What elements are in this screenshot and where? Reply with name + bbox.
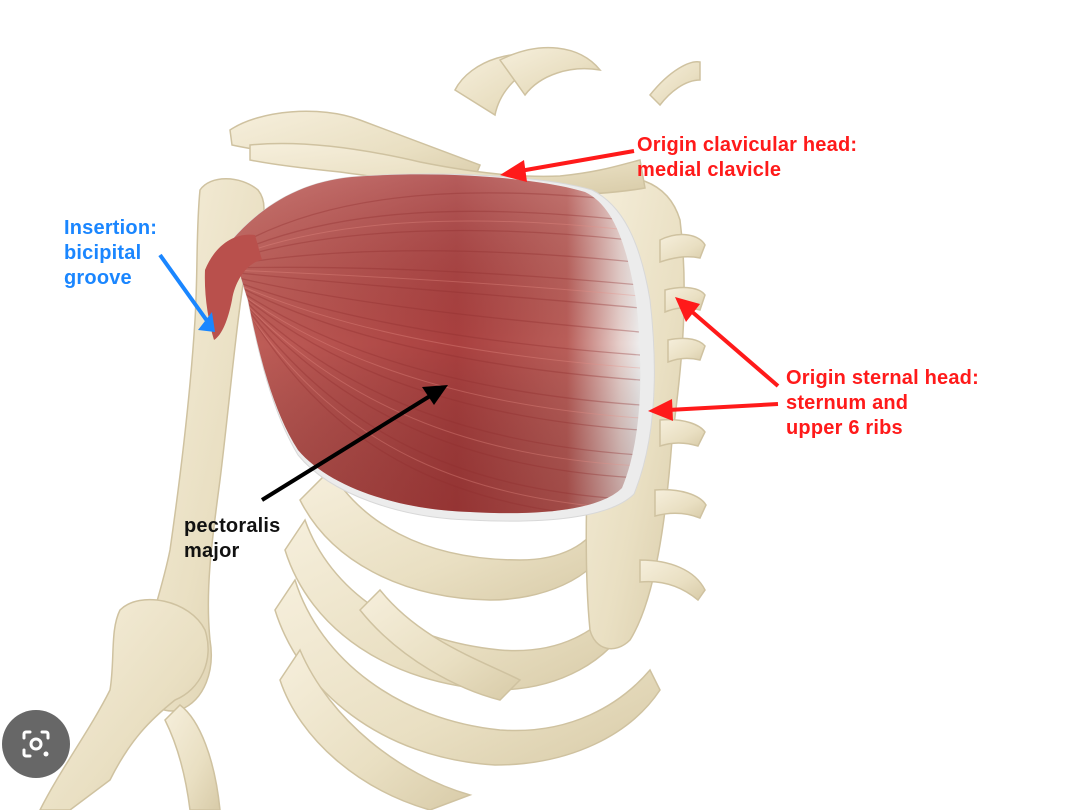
clavicular-label-line2: medial clavicle bbox=[637, 159, 782, 181]
pectoralis-label-line1: pectoralis bbox=[184, 515, 281, 537]
insertion-label: Insertion: bicipital groove bbox=[64, 216, 157, 291]
sternal-origin-label: Origin sternal head: sternum and upper 6… bbox=[786, 366, 979, 441]
sternal-label-line2: sternum and bbox=[786, 392, 909, 414]
visual-search-button[interactable] bbox=[2, 710, 70, 778]
skeleton bbox=[39, 47, 707, 810]
pectoralis-label-line2: major bbox=[184, 540, 240, 562]
clavicular-label-line1: Origin clavicular head: bbox=[637, 134, 858, 156]
insertion-label-line1: Insertion: bbox=[64, 217, 158, 239]
pectoralis-major-muscle bbox=[204, 173, 655, 522]
insertion-label-line3: groove bbox=[64, 267, 132, 289]
insertion-label-line2: bicipital bbox=[64, 242, 142, 264]
sternal-label-line3: upper 6 ribs bbox=[786, 417, 903, 439]
pectoralis-major-label: pectoralis major bbox=[184, 514, 280, 564]
camera-lens-icon bbox=[22, 730, 50, 758]
clavicular-origin-label: Origin clavicular head: medial clavicle bbox=[637, 133, 857, 183]
sternal-label-line1: Origin sternal head: bbox=[786, 367, 979, 389]
label-arrows bbox=[158, 149, 780, 502]
